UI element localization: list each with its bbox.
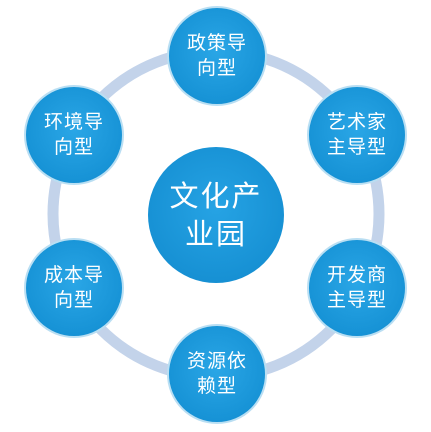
node-resource-label: 资源依 赖型	[186, 350, 247, 397]
node-developer: 开发商 主导型	[307, 238, 407, 338]
node-environment-label: 环境导 向型	[43, 111, 104, 158]
center-node-label: 文化产 业园	[169, 179, 263, 251]
center-node: 文化产 业园	[148, 147, 284, 283]
node-artist-label: 艺术家 主导型	[326, 111, 387, 158]
node-resource: 资源依 赖型	[167, 324, 267, 424]
node-developer-label: 开发商 主导型	[326, 264, 387, 311]
node-environment: 环境导 向型	[24, 85, 124, 185]
node-cost-label: 成本导 向型	[43, 264, 104, 311]
node-policy-label: 政策导 向型	[186, 32, 247, 79]
node-policy: 政策导 向型	[167, 6, 267, 106]
node-artist: 艺术家 主导型	[307, 85, 407, 185]
node-cost: 成本导 向型	[24, 238, 124, 338]
